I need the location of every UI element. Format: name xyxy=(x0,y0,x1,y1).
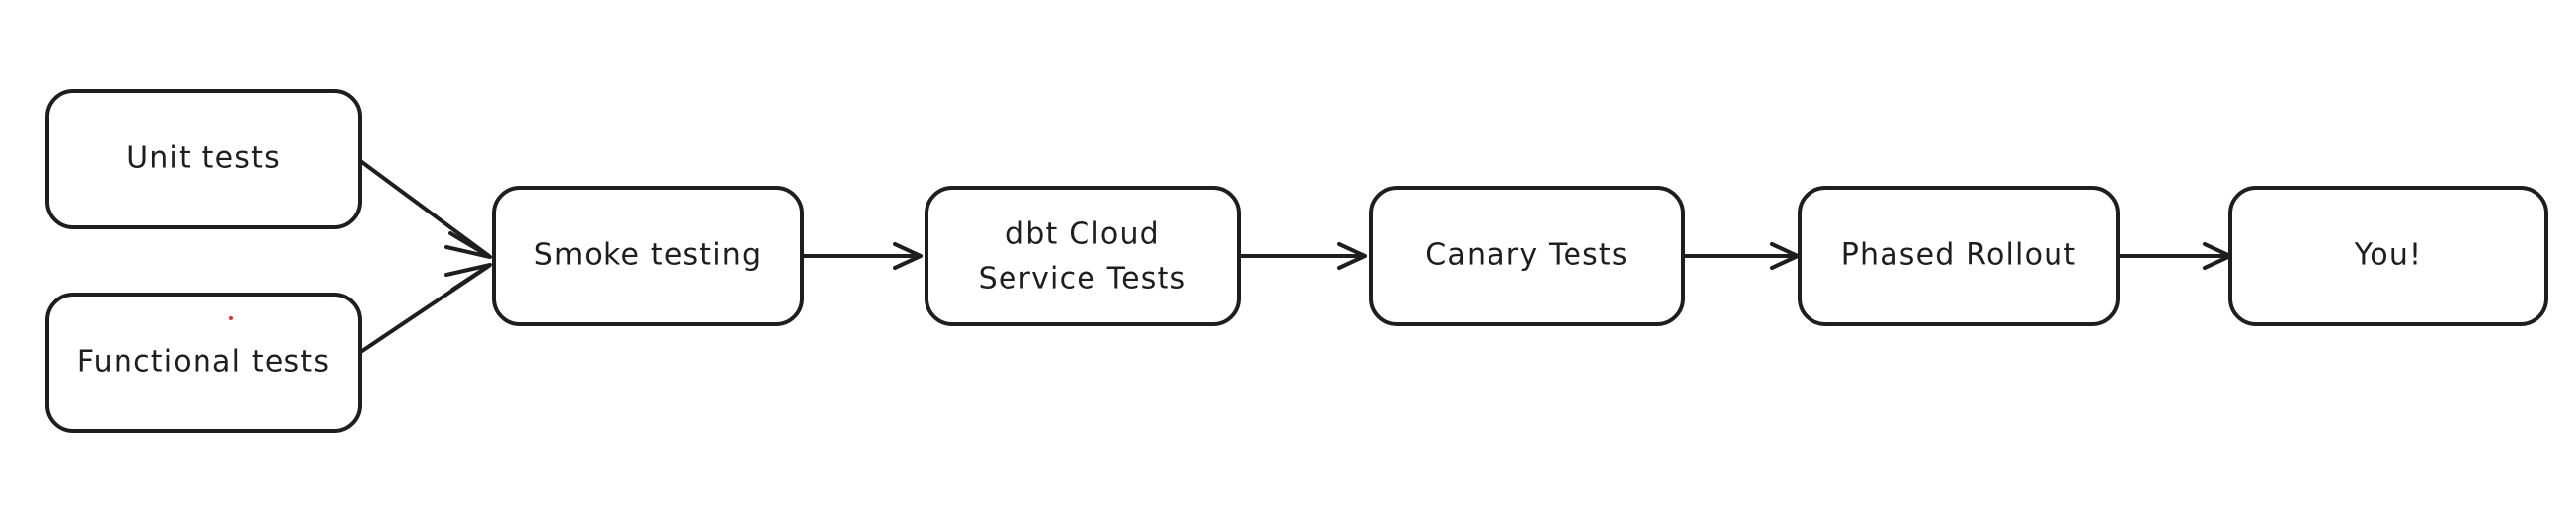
node-functional-tests[interactable]: Functional tests xyxy=(45,293,362,433)
edge-unit-tests-to-smoke-testing xyxy=(358,158,492,259)
node-dbt-cloud-service-tests-label-line2: Service Tests xyxy=(979,262,1187,297)
node-functional-tests-label: Functional tests xyxy=(77,345,330,380)
edge-canary-tests-to-phased-rollout xyxy=(1680,242,1800,270)
node-smoke-testing-label: Smoke testing xyxy=(534,238,763,273)
node-unit-tests[interactable]: Unit tests xyxy=(45,89,362,229)
node-canary-tests-shape[interactable] xyxy=(1369,186,1685,326)
edge-dbt-cloud-service-tests-to-canary-tests xyxy=(1237,242,1367,270)
edge-phased-rollout-to-you xyxy=(2116,242,2232,270)
node-phased-rollout-shape[interactable] xyxy=(1798,186,2120,326)
edge-smoke-testing-to-dbt-cloud-service-tests xyxy=(800,242,923,270)
node-phased-rollout[interactable]: Phased Rollout xyxy=(1798,186,2120,326)
node-you-shape[interactable] xyxy=(2228,186,2548,326)
node-you[interactable]: You! xyxy=(2228,186,2548,326)
node-phased-rollout-label: Phased Rollout xyxy=(1841,238,2077,273)
ink-speck xyxy=(229,316,233,320)
node-functional-tests-shape[interactable] xyxy=(45,293,362,433)
node-unit-tests-shape[interactable] xyxy=(45,89,362,229)
node-dbt-cloud-service-tests-label-line1: dbt Cloud xyxy=(1006,217,1160,252)
edge-functional-tests-to-smoke-testing xyxy=(358,263,492,355)
node-canary-tests-label: Canary Tests xyxy=(1425,238,1628,273)
node-dbt-cloud-service-tests-shape[interactable] xyxy=(925,186,1241,326)
node-you-label: You! xyxy=(2354,238,2423,273)
node-canary-tests[interactable]: Canary Tests xyxy=(1369,186,1685,326)
node-smoke-testing[interactable]: Smoke testing xyxy=(492,186,804,326)
node-dbt-cloud-service-tests[interactable]: dbt Cloud Service Tests xyxy=(925,186,1241,326)
node-unit-tests-label: Unit tests xyxy=(126,141,281,176)
node-smoke-testing-shape[interactable] xyxy=(492,186,804,326)
